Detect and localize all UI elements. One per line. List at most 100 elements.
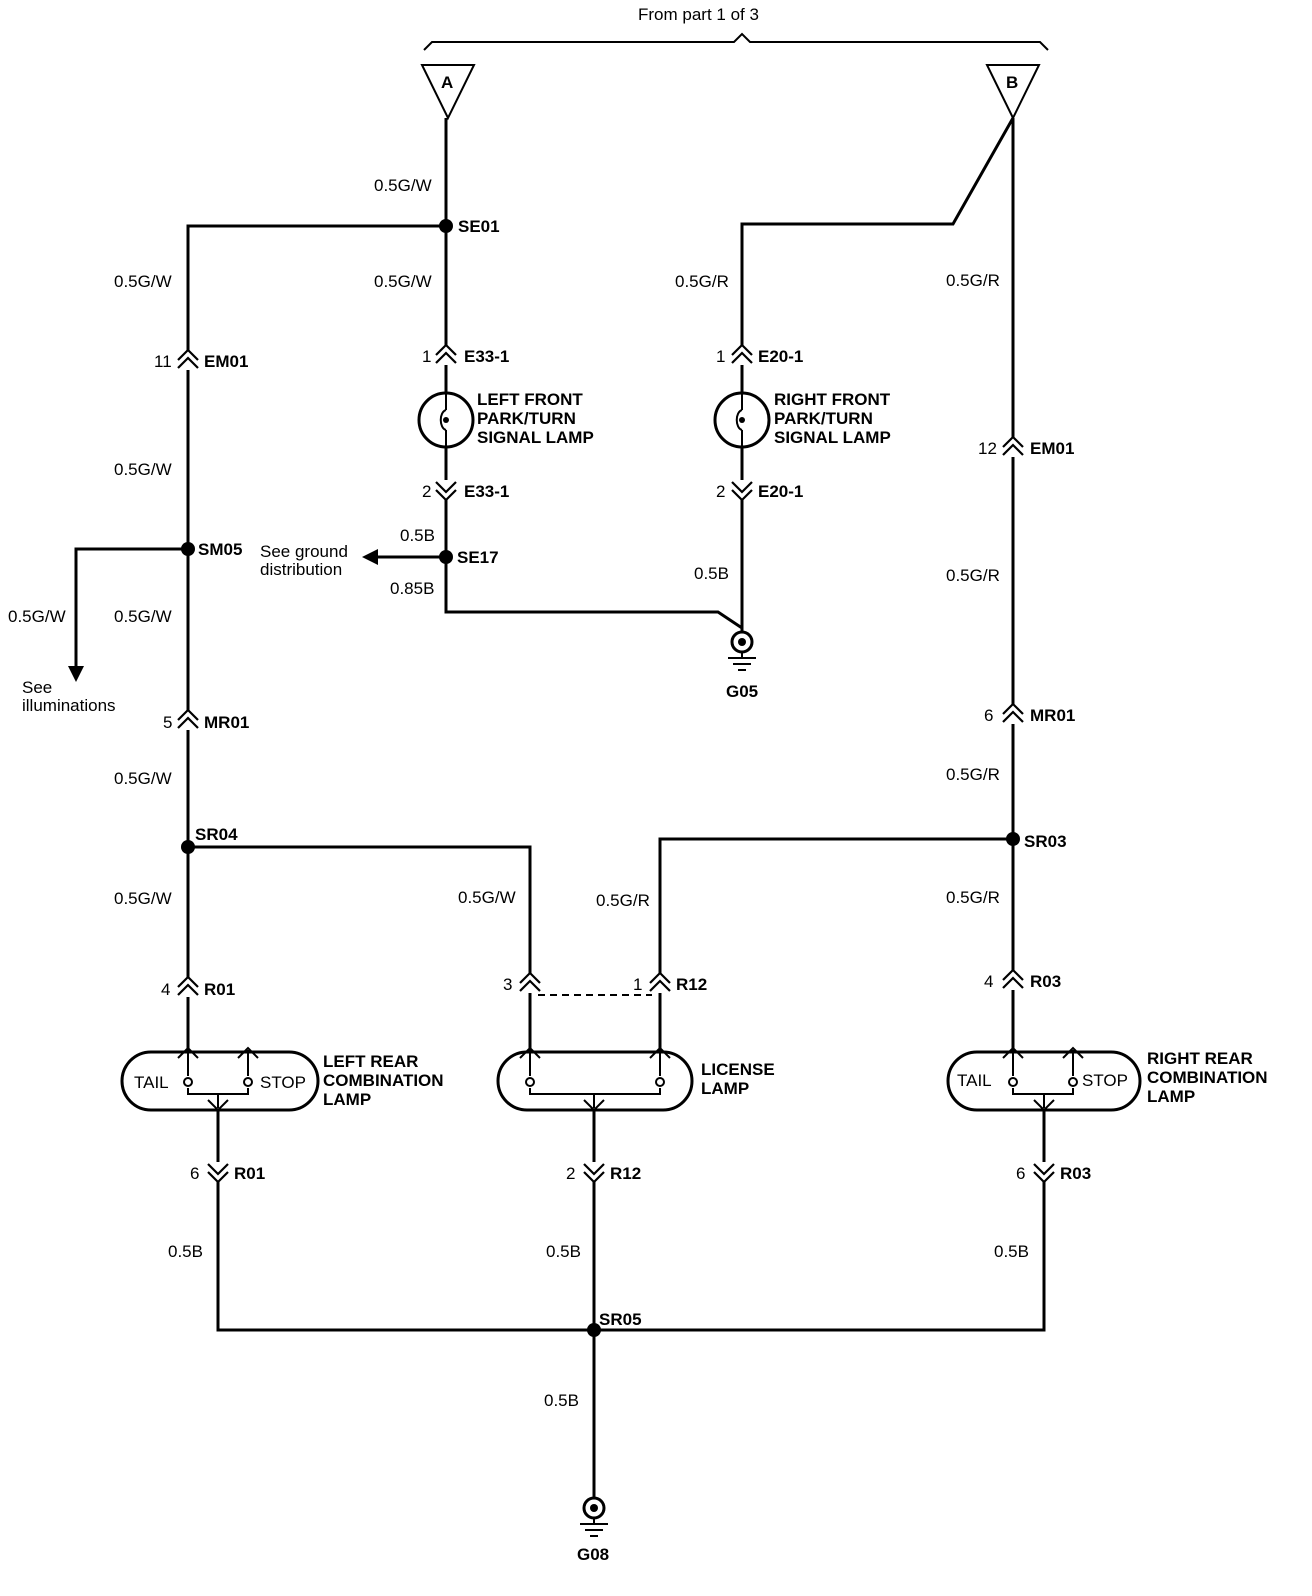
- wire-label: 0.5G/W: [458, 888, 516, 907]
- ref-b-triangle: [985, 64, 1041, 121]
- splice-sr04-dot: [181, 840, 195, 854]
- wire-label: 0.5B: [694, 564, 729, 583]
- wire-label: 0.85B: [390, 579, 434, 598]
- splice-sr05-dot: [587, 1323, 601, 1337]
- connector-name: R03: [1060, 1164, 1091, 1183]
- splice-label: SM05: [198, 540, 242, 559]
- lic-lamp-line2: LAMP: [701, 1079, 749, 1098]
- connector-pin: 12: [978, 439, 997, 458]
- wire-label: 0.5B: [168, 1242, 203, 1261]
- ground-g05-icon: [728, 630, 756, 671]
- from-part-brace: [423, 32, 1049, 51]
- connector-pin: 5: [163, 713, 172, 732]
- rf-lamp-line2: PARK/TURN: [774, 409, 873, 428]
- wire-label: 0.5G/W: [114, 889, 172, 908]
- splice-label: SE01: [458, 217, 500, 236]
- connector-pin: 2: [422, 482, 431, 501]
- rr-lamp-line1: RIGHT REAR: [1147, 1049, 1253, 1068]
- see-illum-arrow: [68, 666, 84, 682]
- connector-name: E33-1: [464, 347, 509, 366]
- connector-name: R01: [234, 1164, 265, 1183]
- lr-lamp-line1: LEFT REAR: [323, 1052, 418, 1071]
- rr-tail-label: TAIL: [957, 1071, 992, 1090]
- wires: [74, 117, 1046, 1500]
- splice-se01-dot: [439, 219, 453, 233]
- connector-name: R12: [610, 1164, 641, 1183]
- splice-label: SR03: [1024, 832, 1067, 851]
- wire-label: 0.5G/W: [114, 769, 172, 788]
- connector-pin: 4: [984, 972, 993, 991]
- wire-label: 0.5G/R: [946, 271, 1000, 290]
- see-ground-arrow: [362, 549, 378, 565]
- rf-lamp-line1: RIGHT FRONT: [774, 390, 891, 409]
- connector-name: R03: [1030, 972, 1061, 991]
- connector-pin: 6: [984, 706, 993, 725]
- lf-lamp-line2: PARK/TURN: [477, 409, 576, 428]
- splice-label: SR05: [599, 1310, 642, 1329]
- wire-label: 0.5G/W: [114, 272, 172, 291]
- ref-a-triangle: [420, 64, 476, 121]
- wire-label: 0.5G/R: [946, 566, 1000, 585]
- left-rear-lamp-symbol: [120, 1046, 320, 1112]
- connector-pin: 11: [154, 352, 172, 371]
- connector-pin: 1: [633, 975, 642, 994]
- lic-lamp-line1: LICENSE: [701, 1060, 775, 1079]
- see-ground-line1: See ground: [260, 542, 348, 561]
- wire-label: 0.5G/R: [675, 272, 729, 291]
- wire-label: 0.5B: [544, 1391, 579, 1410]
- wire-label: 0.5B: [546, 1242, 581, 1261]
- splice-label: SE17: [457, 548, 499, 567]
- lf-lamp-line1: LEFT FRONT: [477, 390, 583, 409]
- see-ground-line2: distribution: [260, 560, 342, 579]
- wire-label: 0.5G/W: [8, 607, 66, 626]
- wire-label: 0.5B: [994, 1242, 1029, 1261]
- connector-name: R12: [676, 975, 707, 994]
- connector-pin: 4: [161, 980, 170, 999]
- rr-lamp-line3: LAMP: [1147, 1087, 1195, 1106]
- splice-sr03-dot: [1006, 832, 1020, 846]
- wire-label: 0.5G/W: [374, 176, 432, 195]
- see-illum-line1: See: [22, 678, 52, 697]
- connector-pin: 2: [566, 1164, 575, 1183]
- connector-pin: 6: [190, 1164, 199, 1183]
- wire-label: 0.5G/W: [374, 272, 432, 291]
- wire-label: 0.5B: [400, 526, 435, 545]
- wire-label: 0.5G/R: [596, 891, 650, 910]
- lr-stop-label: STOP: [260, 1073, 306, 1092]
- ground-g08-label: G08: [577, 1545, 609, 1564]
- connector-name: E33-1: [464, 482, 509, 501]
- ground-g05-label: G05: [726, 682, 758, 701]
- from-part-label: From part 1 of 3: [638, 5, 759, 24]
- connector-symbols: [177, 343, 1055, 1184]
- wire-label: 0.5G/W: [114, 607, 172, 626]
- ground-g08-icon: [580, 1496, 608, 1537]
- rr-stop-label: STOP: [1082, 1071, 1128, 1090]
- lr-lamp-line3: LAMP: [323, 1090, 371, 1109]
- left-front-lamp-symbol: [417, 391, 475, 449]
- ref-a-label: A: [441, 73, 453, 92]
- connector-pin: 3: [503, 975, 512, 994]
- rf-lamp-line3: SIGNAL LAMP: [774, 428, 891, 447]
- right-rear-lamp-symbol: [946, 1046, 1142, 1112]
- connector-pin: 6: [1016, 1164, 1025, 1183]
- splice-sm05-dot: [181, 542, 195, 556]
- connector-name: EM01: [1030, 439, 1074, 458]
- ref-b-label: B: [1006, 73, 1018, 92]
- connector-pin: 1: [716, 347, 725, 366]
- connector-name: EM01: [204, 352, 248, 371]
- rr-lamp-line2: COMBINATION: [1147, 1068, 1268, 1087]
- connector-name: E20-1: [758, 347, 803, 366]
- see-illum-line2: illuminations: [22, 696, 116, 715]
- wire-label: 0.5G/R: [946, 765, 1000, 784]
- connector-pin: 1: [422, 347, 431, 366]
- wire-label: 0.5G/R: [946, 888, 1000, 907]
- connector-name: MR01: [1030, 706, 1075, 725]
- license-lamp-symbol: [496, 1046, 694, 1112]
- right-front-lamp-symbol: [713, 391, 771, 449]
- splice-se17-dot: [439, 550, 453, 564]
- wire-label: 0.5G/W: [114, 460, 172, 479]
- connector-name: E20-1: [758, 482, 803, 501]
- connector-name: MR01: [204, 713, 249, 732]
- lf-lamp-line3: SIGNAL LAMP: [477, 428, 594, 447]
- lr-lamp-line2: COMBINATION: [323, 1071, 444, 1090]
